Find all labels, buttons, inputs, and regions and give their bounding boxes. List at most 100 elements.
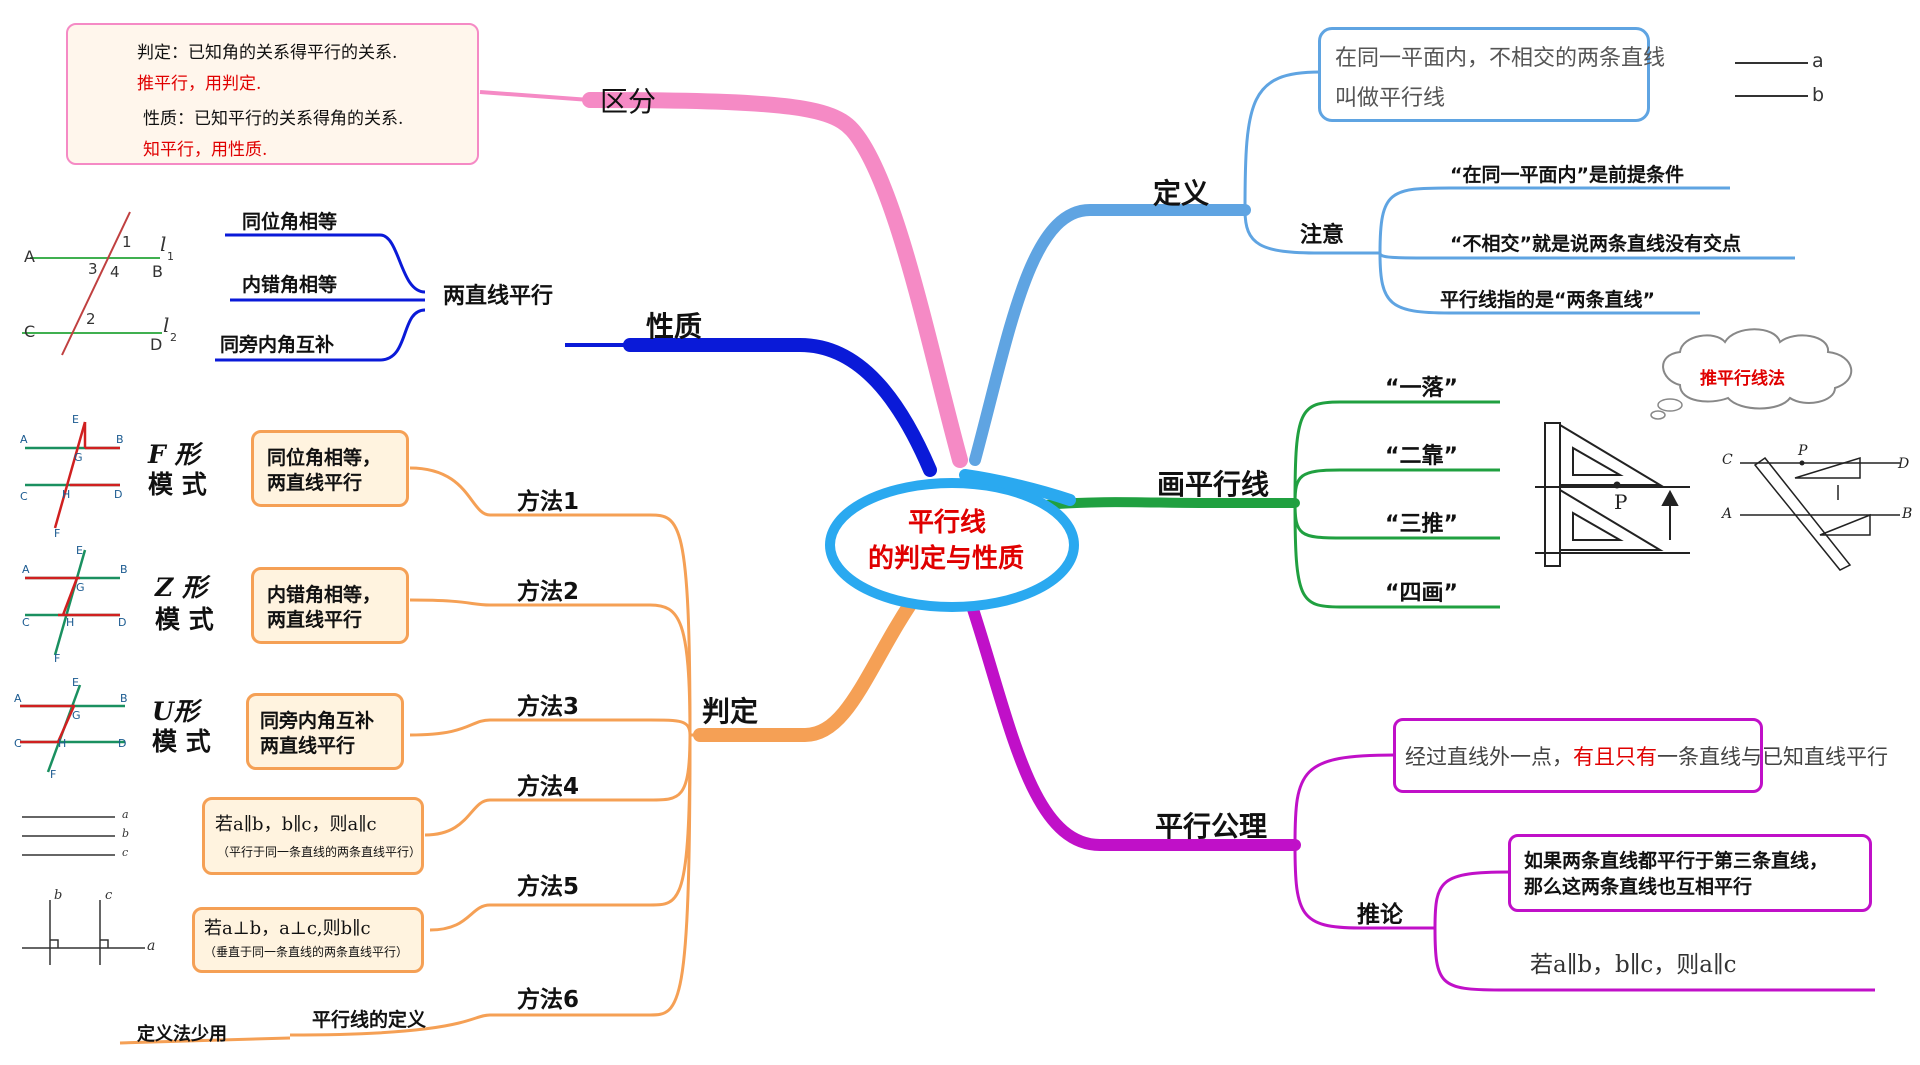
definition-box xyxy=(1318,27,1650,122)
fig-label-l2: l xyxy=(163,313,170,337)
abc-label-a: a xyxy=(122,808,129,821)
judge-line: 判定：已知角的关系得平行的关系. xyxy=(137,43,398,63)
mini-label-D: D xyxy=(114,488,123,501)
fig-label-1: 1 xyxy=(122,233,132,251)
note-label: 注意 xyxy=(1300,223,1345,248)
property-item-2: 内错角相等 xyxy=(242,274,338,296)
corollary-label: 推论 xyxy=(1357,902,1403,928)
method1-line2: 两直线平行 xyxy=(267,472,363,494)
mini2-label-D: D xyxy=(118,616,127,629)
draw-step-3: “三推” xyxy=(1385,512,1458,537)
cloud-label: 推平行线法 xyxy=(1700,369,1785,389)
line-label-b: b xyxy=(1812,84,1825,106)
method2-box xyxy=(251,567,409,644)
f-mode-1: F 形 xyxy=(148,440,200,469)
draw-step-1: “一落” xyxy=(1385,376,1458,401)
draw-fig2-P: P xyxy=(1798,443,1808,459)
method5-box xyxy=(192,907,424,973)
mini2-label-C: C xyxy=(22,616,30,629)
fig-label-l1-sub: 1 xyxy=(167,250,174,263)
branch-property: 性质 xyxy=(646,310,703,343)
mini-label-A: A xyxy=(20,433,28,446)
fig-label-l1: l xyxy=(160,232,167,256)
definition-line2: 叫做平行线 xyxy=(1335,86,1446,111)
method6-note: 定义法少用 xyxy=(137,1024,227,1045)
note-1: “在同一平面内”是前提条件 xyxy=(1450,164,1684,186)
branch-parallel-axiom: 平行公理 xyxy=(1155,810,1268,843)
z-mode-1: Z 形 xyxy=(155,573,207,602)
fig-label-2: 2 xyxy=(86,310,96,328)
mini3-label-A: A xyxy=(14,692,22,705)
corollary-formula: 若a∥b，b∥c，则a∥c xyxy=(1530,952,1737,978)
mini3-label-B: B xyxy=(120,692,128,705)
method3-line2: 两直线平行 xyxy=(260,735,356,757)
mini2-label-H: H xyxy=(66,616,75,629)
u-mode-2: 模 式 xyxy=(152,727,211,756)
mini3-label-C: C xyxy=(14,737,22,750)
method6-label: 平行线的定义 xyxy=(312,1009,427,1031)
mini-label-C: C xyxy=(20,490,28,503)
center-title-line2: 的判定与性质 xyxy=(868,544,1025,574)
method5-sub: （垂直于同一条直线的两条直线平行） xyxy=(204,945,409,959)
draw-fig2-A: A xyxy=(1722,506,1733,522)
axiom-red: 有且只有 xyxy=(1573,745,1657,769)
property-item-3: 同旁内角互补 xyxy=(220,334,335,356)
corollary-line2: 那么这两条直线也互相平行 xyxy=(1524,876,1753,898)
method4-box xyxy=(202,797,424,875)
method-1: 方法1 xyxy=(517,489,580,515)
mini-label-G: G xyxy=(74,451,83,464)
fig-label-3: 3 xyxy=(88,260,98,278)
draw-fig2-B: B xyxy=(1902,506,1913,522)
method3-box xyxy=(246,693,404,770)
method-2: 方法2 xyxy=(517,579,580,605)
center-title-line1: 平行线 xyxy=(908,508,987,538)
mini-label-F: F xyxy=(54,527,61,540)
abc-label-b: b xyxy=(122,827,130,840)
method1-box xyxy=(251,430,409,507)
method2-line2: 两直线平行 xyxy=(267,609,363,631)
axiom-box xyxy=(1393,718,1763,793)
fig-label-D: D xyxy=(150,335,163,354)
abc-label-c: c xyxy=(122,846,129,859)
mini2-label-G: G xyxy=(76,581,85,594)
mini2-label-B: B xyxy=(120,563,128,576)
corollary-line1: 如果两条直线都平行于第三条直线， xyxy=(1524,850,1829,872)
fig-label-l2-sub: 2 xyxy=(170,331,177,344)
mini3-label-E: E xyxy=(72,676,79,689)
distinction-box xyxy=(66,23,479,165)
mini2-label-F: F xyxy=(54,652,61,665)
perp-label-a: a xyxy=(147,938,156,954)
mini-label-H: H xyxy=(62,488,71,501)
perp-label-c: c xyxy=(105,888,113,903)
mini3-label-G: G xyxy=(72,709,81,722)
mini3-label-F: F xyxy=(50,768,57,781)
corollary-box xyxy=(1508,834,1872,912)
axiom-text: 经过直线外一点，有且只有一条直线与已知直线平行 xyxy=(1405,741,1888,771)
mini-label-B: B xyxy=(116,433,124,446)
method1-line1: 同位角相等， xyxy=(267,447,382,469)
method4-main: 若a∥b，b∥c，则a∥c xyxy=(215,814,377,835)
mini2-label-E: E xyxy=(76,544,83,557)
mini3-label-D: D xyxy=(118,737,127,750)
mini3-label-H: H xyxy=(58,737,67,750)
z-mode-2: 模 式 xyxy=(155,605,214,634)
note-3: 平行线指的是“两条直线” xyxy=(1440,289,1655,311)
mini-label-E: E xyxy=(72,413,79,426)
method3-line1: 同旁内角互补 xyxy=(260,710,375,732)
note-2: “不相交”就是说两条直线没有交点 xyxy=(1450,233,1741,255)
fig-label-B: B xyxy=(152,262,163,281)
definition-line1: 在同一平面内，不相交的两条直线 xyxy=(1335,46,1666,71)
property-item-1: 同位角相等 xyxy=(242,211,338,233)
u-mode-1: U形 xyxy=(152,697,199,726)
branch-draw-parallel: 画平行线 xyxy=(1157,468,1270,501)
branch-definition: 定义 xyxy=(1153,177,1210,210)
draw-step-4: “四画” xyxy=(1385,581,1458,606)
method-3: 方法3 xyxy=(517,694,580,720)
fig-label-C: C xyxy=(24,322,36,341)
axiom-before: 经过直线外一点， xyxy=(1405,745,1573,769)
perp-label-b: b xyxy=(54,888,63,903)
draw-step-2: “二靠” xyxy=(1385,444,1458,469)
judge-red: 推平行，用判定. xyxy=(137,74,262,94)
